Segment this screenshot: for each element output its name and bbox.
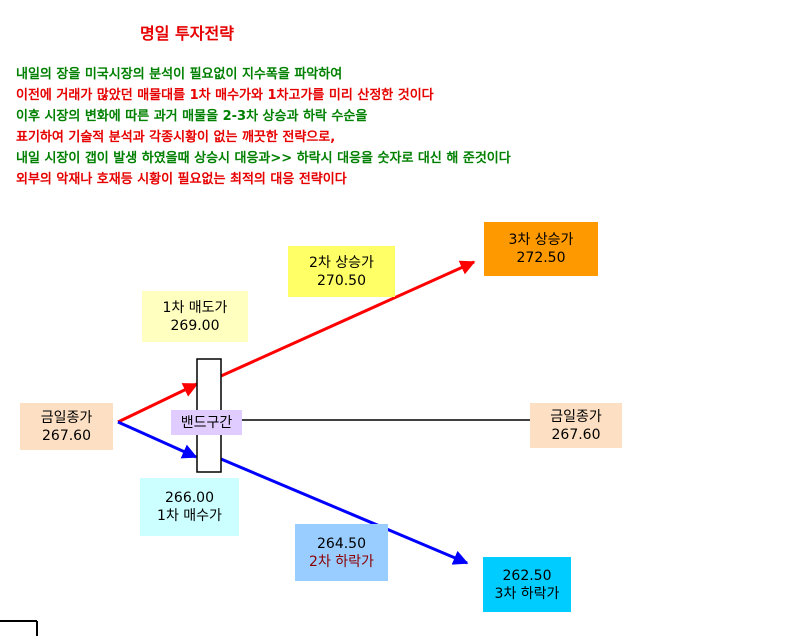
- description-line-3: 이후 시장의 변화에 따른 과거 매물을 2-3차 상승과 하락 수순을: [16, 109, 368, 124]
- up3-label: 3차 상승가: [508, 232, 574, 248]
- band-box: 밴드구간: [171, 410, 242, 435]
- close-left-box: 금일종가 267.60: [20, 403, 113, 450]
- down-arrow-1: [117, 420, 198, 459]
- down3-box: 262.50 3차 하락가: [483, 557, 571, 612]
- down2-value: 264.50: [317, 535, 366, 552]
- up3-value: 272.50: [516, 250, 566, 266]
- down2-box: 264.50 2차 하락가: [295, 524, 388, 581]
- down3-label: 3차 하락가: [494, 585, 560, 602]
- down3-value: 262.50: [502, 567, 552, 584]
- up2-label: 2차 상승가: [309, 254, 374, 271]
- band-label: 밴드구간: [180, 414, 233, 431]
- close-left-label: 금일종가: [40, 409, 93, 426]
- page-title: 명일 투자전략: [140, 24, 234, 43]
- buy1-label: 1차 매수가: [157, 508, 222, 524]
- sell1-label: 1차 매도가: [162, 299, 228, 316]
- up2-value: 270.50: [317, 272, 366, 289]
- up3-box: 3차 상승가 272.50: [484, 222, 598, 276]
- sell1-box: 1차 매도가 269.00: [142, 291, 248, 342]
- buy1-box: 266.00 1차 매수가: [140, 478, 239, 536]
- description-line-4: 표기하여 기술적 분석과 각종시황이 없는 깨끗한 전략으로,: [16, 130, 336, 145]
- close-left-value: 267.60: [42, 427, 91, 444]
- up-arrow-1: [117, 382, 199, 424]
- description-line-6: 외부의 악재나 호재등 시황이 필요없는 최적의 대응 전략이다: [16, 172, 347, 187]
- buy1-value: 266.00: [165, 490, 214, 506]
- close-right-box: 금일종가 267.60: [530, 403, 622, 448]
- down2-label: 2차 하락가: [309, 553, 374, 570]
- description-line-5: 내일 시장이 갭이 발생 하였을때 상승시 대응과>> 하락시 대응을 숫자로 …: [16, 151, 511, 166]
- close-right-value: 267.60: [551, 426, 601, 443]
- up2-box: 2차 상승가 270.50: [288, 246, 395, 297]
- description-line-2: 이전에 거래가 많았던 매물대를 1차 매수가와 1차고가를 미리 산정한 것이…: [16, 88, 434, 103]
- close-right-label: 금일종가: [550, 408, 602, 425]
- down-arrow-2: [220, 457, 469, 565]
- sell1-value: 269.00: [170, 317, 220, 334]
- description-line-1: 내일의 장을 미국시장의 분석이 필요없이 지수폭을 파악하여: [16, 67, 343, 82]
- up-arrow-2: [220, 260, 476, 378]
